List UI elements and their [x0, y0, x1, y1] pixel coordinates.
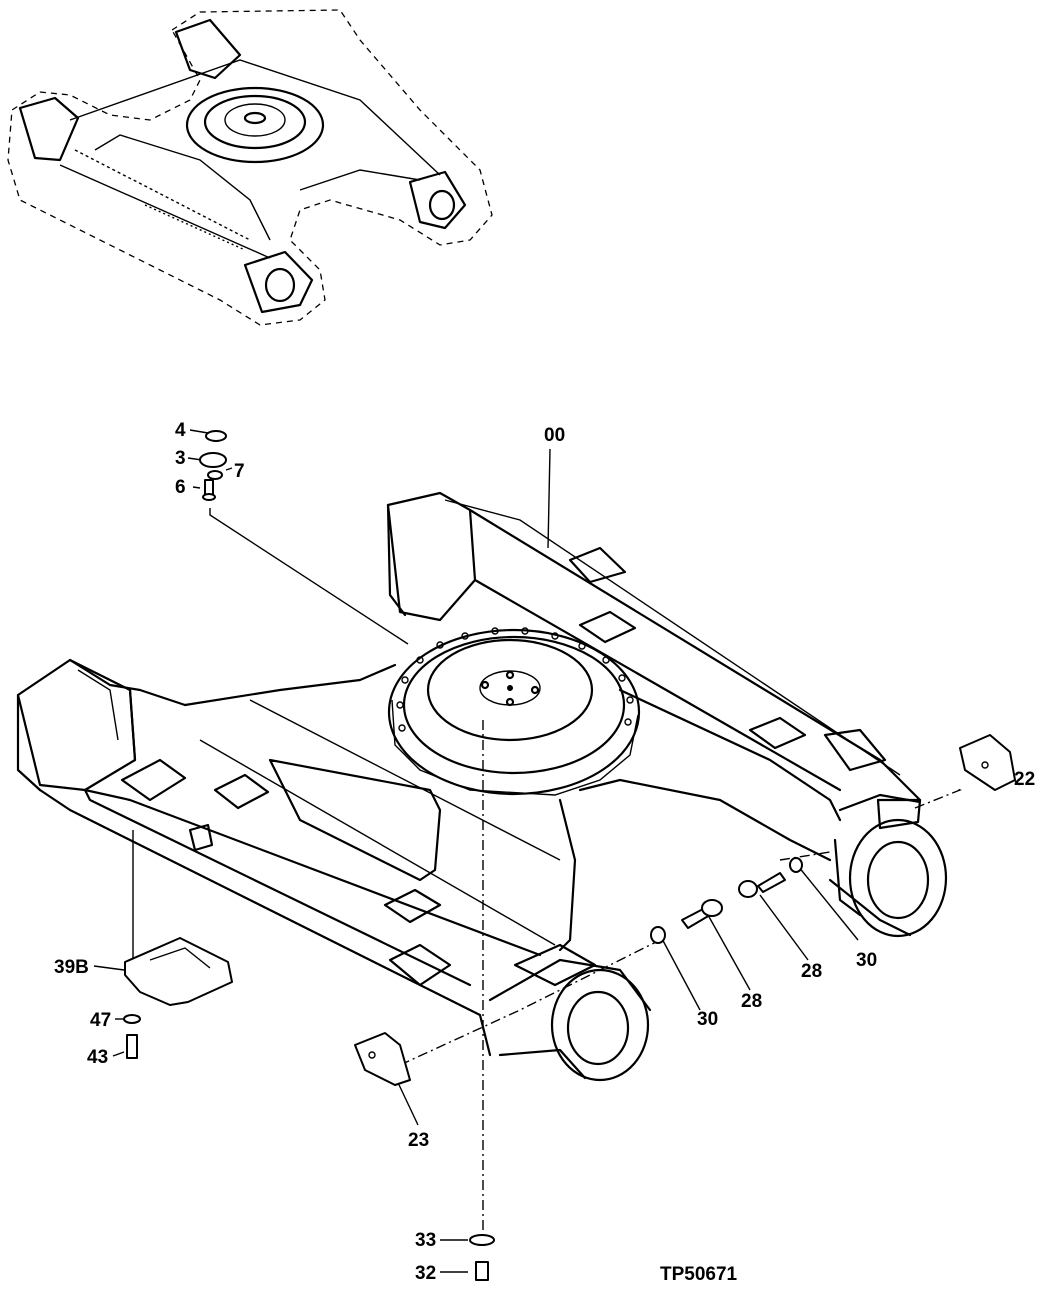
part-30-washer-b: [789, 857, 803, 873]
callout-47: 47: [90, 1010, 111, 1031]
part-43-bolt: [126, 1034, 138, 1059]
part-3-seal: [199, 452, 227, 468]
callout-6: 6: [175, 477, 186, 498]
drawing-id: TP50671: [660, 1264, 738, 1285]
leader-lines: [93, 429, 1021, 1273]
callout-22: 22: [1014, 769, 1035, 790]
callout-3: 3: [175, 448, 186, 469]
callout-7: 7: [234, 461, 245, 482]
callout-39b: 39B: [54, 957, 89, 978]
callout-28-right: 28: [801, 961, 822, 982]
callout-30-right: 30: [856, 950, 877, 971]
part-30-washer-a: [650, 926, 666, 944]
part-6-bolt: [204, 479, 214, 496]
part-47-washer: [123, 1014, 141, 1024]
part-4-washer: [205, 430, 227, 442]
overview-track-frame-illustration: [7, 9, 493, 326]
callout-28-left: 28: [741, 991, 762, 1012]
part-39b-bracket: [124, 937, 233, 1006]
part-7-ring: [207, 470, 223, 480]
part-23-block: [354, 1032, 411, 1086]
callout-4: 4: [175, 420, 186, 441]
part-28-bolt-b: [757, 872, 786, 893]
part-33-washer: [469, 1234, 495, 1246]
callout-30-left: 30: [697, 1009, 718, 1030]
small-parts: [123, 430, 1016, 1281]
track-frame-main-illustration: [16, 491, 948, 1082]
callout-43: 43: [87, 1047, 108, 1068]
callout-labels: 4 3 7 6 00 22 39B 47 43 30 28 28 30 23 3…: [54, 420, 1035, 1285]
callout-23: 23: [408, 1130, 429, 1151]
callout-33: 33: [415, 1230, 436, 1251]
part-32-bolt: [475, 1261, 489, 1281]
callout-00: 00: [544, 425, 565, 446]
callout-32: 32: [415, 1263, 436, 1284]
